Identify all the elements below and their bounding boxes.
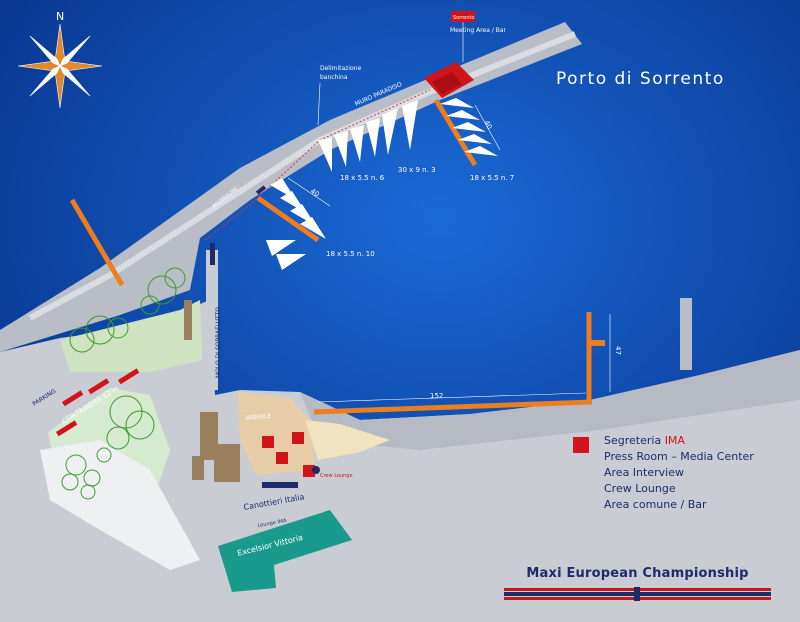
berths-row-6 (318, 118, 380, 172)
dim-40-left-line (287, 177, 331, 207)
pier-left (69, 198, 125, 287)
building-west-c (192, 456, 204, 480)
dim-152-line (317, 392, 587, 403)
molo-sopraflutto (206, 250, 218, 390)
legend-item-area-comune: Area comune / Bar (604, 498, 707, 511)
building-west-a (200, 412, 218, 460)
quay-boundary-line (204, 89, 431, 241)
meeting-area-building[interactable] (424, 62, 474, 98)
berth-6-label: 18 x 5.5 n. 6 (340, 174, 385, 182)
east-pier (680, 298, 692, 370)
championship-stripe (504, 587, 771, 601)
land-edge (300, 350, 800, 450)
legend-item-segreteria: Segreteria IMA (604, 434, 685, 447)
delimitazione-pointer (317, 82, 321, 126)
berth-7-label: 18 x 5.5 n. 7 (470, 174, 514, 182)
building-north (184, 300, 192, 340)
berth-10-label: 18 x 5.5 n. 10 (326, 250, 375, 258)
legend-item-press-room: Press Room – Media Center (604, 450, 754, 463)
compass-north-label: N (56, 10, 64, 23)
lounge-ima-label: Lounge IMA (257, 518, 287, 529)
map-title: Porto di Sorrento (556, 69, 725, 89)
berths-row-10 (266, 178, 326, 270)
dim-40-top-line (474, 104, 501, 151)
dim-40-left-label: 40 (309, 187, 321, 199)
crew-lounge-label: Crew Lounge (320, 473, 353, 479)
compass-rose (17, 23, 103, 109)
meeting-area-label: Meeting Area / Bar (450, 27, 507, 34)
dim-40-top-label: 40 (482, 119, 493, 131)
excelsior-vittoria-building (218, 510, 352, 592)
legend-item-crew-lounge: Crew Lounge (604, 482, 676, 495)
coastline-land (0, 300, 800, 622)
delimitazione-label-1: Delimitazione (320, 65, 361, 72)
meeting-area-flag (451, 11, 475, 22)
pier-berth-7 (433, 98, 478, 167)
arenile-poi[interactable] (262, 432, 304, 464)
legend: Segreteria IMA Press Room – Media Center… (573, 433, 773, 513)
crew-lounge-marker (312, 466, 320, 474)
building-west-b (214, 444, 240, 482)
pier-152 (313, 399, 593, 415)
trees (61, 267, 186, 500)
breakwater (0, 22, 582, 352)
berth-3-label: 30 x 9 n. 3 (398, 166, 436, 174)
meeting-flag-label: Sorrento (453, 15, 474, 21)
dim-47-label: 47 (614, 346, 622, 355)
beach (305, 420, 390, 460)
white-park (40, 440, 200, 570)
breakwater-top (28, 31, 577, 321)
crew-lounge-poi[interactable] (303, 465, 315, 477)
dim-152-label: 152 (430, 392, 443, 400)
championship-banner: Maxi European Championship (504, 566, 771, 606)
molo-sopraflutto-label: MOLO DI SOPRAFLUTTO (215, 307, 222, 378)
containers (56, 368, 140, 437)
berths-row-3 (382, 100, 418, 155)
berths-row-7 (440, 98, 498, 156)
delimitazione-label-2: banchina (320, 74, 348, 81)
canottieri-building (262, 482, 298, 488)
arenile-label: ARENILE (246, 413, 272, 422)
pier-berth-10 (256, 195, 320, 243)
legend-item-area-interview: Area Interview (604, 466, 684, 479)
legend-swatch (573, 437, 589, 453)
arenile (238, 392, 316, 475)
green-area-north (60, 300, 202, 372)
pier-47-dock (591, 340, 605, 346)
molo-marker (210, 243, 215, 265)
championship-title: Maxi European Championship (526, 566, 749, 581)
quay-marker (255, 185, 267, 195)
